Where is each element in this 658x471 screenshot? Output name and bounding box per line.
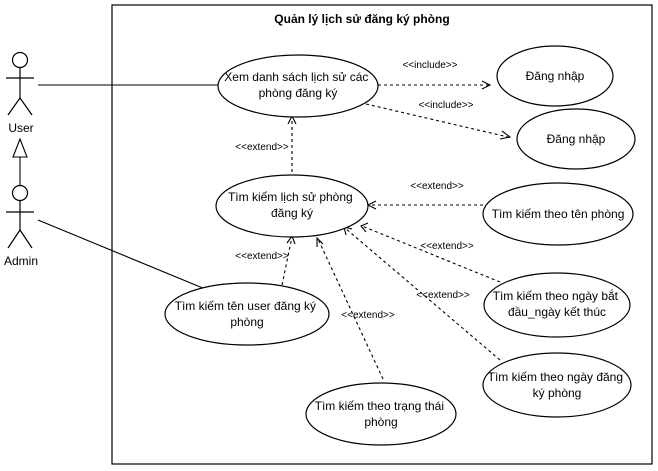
- stick-figure-icon: [6, 51, 34, 116]
- extend-tk-ngay-bd: <<extend>>: [360, 222, 501, 283]
- svg-text:Đăng nhập: Đăng nhập: [526, 69, 585, 83]
- use-case-label: Tìm kiếm theo trạng thái: [315, 399, 444, 413]
- use-case-label: phòng đăng ký: [259, 86, 338, 100]
- use-case-label: phòng: [364, 415, 397, 429]
- use-case-tk-ten-user[interactable]: Tìm kiếm tên user đăng ký phòng: [164, 282, 330, 346]
- use-case-label: Tìm kiếm tên user đăng ký: [175, 299, 316, 313]
- use-case-tk-ngay-bat-dau[interactable]: Tìm kiếm theo ngày bắt đầu_ngày kết thúc: [483, 272, 631, 338]
- generalization-admin-user: [12, 137, 28, 185]
- use-case-tk-trang-thai[interactable]: Tìm kiếm theo trạng thái phòng: [305, 382, 457, 446]
- include-label: <<include>>: [418, 100, 473, 111]
- svg-text:Tìm kiếm theo ngày đăng: Tìm kiếm theo ngày đăng ký phòng: [488, 370, 627, 400]
- use-case-tk-ten-phong[interactable]: Tìm kiếm theo tên phòng: [482, 182, 634, 246]
- use-case-tim-kiem-lich-su[interactable]: Tìm kiếm lịch sử phòng đăng ký: [215, 174, 369, 238]
- use-case-tk-ngay-dang-ky[interactable]: Tìm kiếm theo ngày đăng ký phòng: [482, 352, 632, 418]
- svg-text:Đăng nhập: Đăng nhập: [547, 132, 606, 146]
- svg-text:Tìm kiếm tên user đăng ký: Tìm kiếm tên user đăng ký phòng: [175, 299, 320, 329]
- stick-figure-icon: [6, 184, 34, 249]
- include-xem-dang-nhap-1: <<include>>: [378, 60, 492, 90]
- extend-label: <<extend>>: [235, 142, 289, 153]
- hollow-triangle-icon: [12, 137, 28, 158]
- use-case-label: Tìm kiếm lịch sử phòng: [228, 190, 353, 204]
- extend-label: <<extend>>: [341, 310, 395, 321]
- extend-label: <<extend>>: [410, 181, 464, 192]
- include-xem-dang-nhap-2: <<include>>: [365, 100, 512, 140]
- use-case-label: Đăng nhập: [547, 132, 606, 146]
- use-case-label: đăng ký: [271, 206, 313, 220]
- actor-admin-label: Admin: [4, 254, 38, 268]
- use-case-label: phòng: [230, 315, 263, 329]
- system-title: Quản lý lịch sử đăng ký phòng: [274, 12, 449, 26]
- use-case-dang-nhap-1[interactable]: Đăng nhập: [496, 45, 614, 107]
- use-case-label: ký phòng: [533, 386, 582, 400]
- use-case-label: Tìm kiếm theo ngày đăng: [488, 370, 623, 384]
- use-case-dang-nhap-2[interactable]: Đăng nhập: [516, 108, 636, 170]
- svg-text:Tìm kiếm lịch sử phòng đ: Tìm kiếm lịch sử phòng đăng ký: [228, 190, 356, 220]
- use-case-label: Tìm kiếm theo ngày bắt: [493, 288, 619, 303]
- use-case-label: Đăng nhập: [526, 69, 585, 83]
- include-label: <<include>>: [402, 60, 457, 71]
- svg-text:Tìm kiếm theo ngày bắt đ: Tìm kiếm theo ngày bắt đầu_ngày kết thúc: [493, 288, 622, 319]
- use-case-xem-danh-sach[interactable]: Xem danh sách lịch sử các phòng đăng ký: [217, 54, 379, 118]
- use-case-label: Tìm kiếm theo tên phòng: [492, 207, 625, 221]
- actor-user[interactable]: User: [6, 51, 34, 136]
- svg-text:Xem danh sách lịch sử các: Xem danh sách lịch sử các phòng đăng ký: [224, 70, 371, 100]
- association-admin-tk-user: [37, 219, 211, 292]
- svg-text:Tìm kiếm theo trạng thái: Tìm kiếm theo trạng thái phòng: [315, 399, 448, 429]
- svg-text:Tìm kiếm theo tên phòng: Tìm kiếm theo tên phòng: [492, 207, 625, 221]
- actor-admin[interactable]: Admin: [4, 184, 38, 269]
- extend-tk-trang-thai: <<extend>>: [316, 236, 395, 380]
- use-case-label: đầu_ngày kết thúc: [508, 305, 606, 319]
- use-case-label: Xem danh sách lịch sử các: [224, 70, 368, 84]
- extend-label: <<extend>>: [420, 241, 474, 252]
- actor-user-label: User: [8, 121, 33, 135]
- extend-label: <<extend>>: [235, 251, 289, 262]
- extend-label: <<extend>>: [416, 290, 470, 301]
